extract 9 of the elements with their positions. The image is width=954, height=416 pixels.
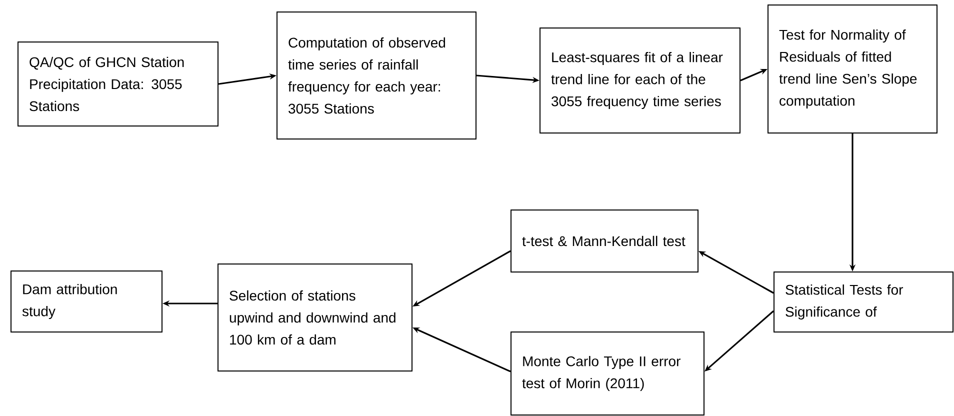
process-box: t-test & Mann-Kendall test xyxy=(510,210,698,272)
process-box: Computation of observed time series of rainfall frequency for each year: 3055 Stations xyxy=(276,12,476,140)
process-box: QA/QC of GHCN Station Precipitation Data: 3055 Stations xyxy=(18,42,218,126)
process-box: Monte Carlo Type II error test of Morin (2011) xyxy=(510,332,704,416)
process-box: Test for Normality of Residuals of fitted trend line Sen’s Slope computation xyxy=(768,4,938,134)
process-box: Statistical Tests for Significance of xyxy=(774,272,954,332)
process-box: Least-squares fit of a linear trend line for each of the 3055 frequency time series xyxy=(540,28,740,134)
process-box: Dam attribution study xyxy=(10,270,162,332)
process-box: Selection of stations upwind and downwind and 100 km of a dam xyxy=(218,264,412,372)
